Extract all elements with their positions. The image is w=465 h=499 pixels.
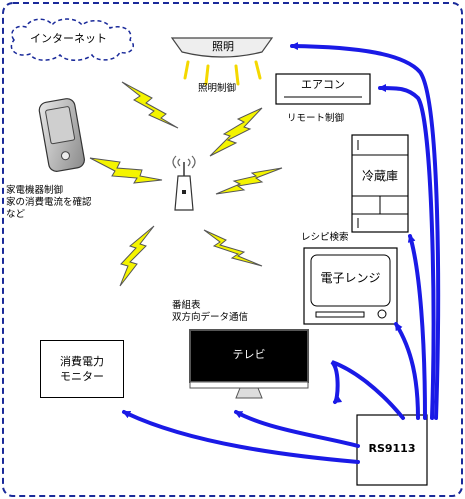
tv-screen bbox=[189, 329, 309, 383]
arrow-to-aircon bbox=[378, 84, 436, 420]
bolt-to-microwave bbox=[203, 229, 263, 267]
internet-label: インターネット bbox=[30, 32, 107, 45]
antenna-left-inner bbox=[177, 158, 181, 167]
gateway-arrows bbox=[122, 42, 441, 464]
tv-stand bbox=[235, 387, 263, 399]
fridge-title: 冷蔵庫 bbox=[361, 169, 398, 183]
arrow-to-monitor bbox=[122, 410, 360, 464]
arrow-to-monitor-from-gateway bbox=[330, 360, 405, 420]
aircon-unit bbox=[275, 73, 371, 105]
gateway-box bbox=[356, 414, 428, 486]
tv-unit bbox=[189, 329, 309, 399]
microwave-knob bbox=[377, 309, 387, 319]
power-monitor: 消費電力 モニター bbox=[40, 340, 124, 398]
microwave-caption: レシピ検索 bbox=[301, 232, 349, 243]
bolt-to-monitor bbox=[119, 225, 155, 287]
microwave-window bbox=[310, 254, 391, 307]
tv-bezel bbox=[189, 381, 309, 389]
lighting-title: 照明 bbox=[212, 40, 234, 53]
light-fixture bbox=[170, 37, 274, 58]
phone-caption-2: 家の消費電流を確認 bbox=[6, 197, 92, 208]
antenna-left-outer bbox=[172, 155, 177, 169]
phone-screen bbox=[45, 106, 76, 145]
bolt-to-phone bbox=[89, 157, 163, 184]
tv-caption-1: 番組表 bbox=[172, 300, 201, 311]
monitor-title-1: 消費電力 bbox=[60, 355, 104, 368]
microwave-handle bbox=[315, 311, 365, 318]
monitor-title-2: モニター bbox=[60, 370, 104, 383]
aircon-title: エアコン bbox=[301, 78, 345, 91]
bolt-to-lighting bbox=[121, 81, 179, 129]
arrow-to-fridge bbox=[407, 234, 427, 420]
arrow-to-lighting bbox=[290, 42, 441, 420]
fridge-unit bbox=[351, 134, 409, 233]
antenna-right-inner bbox=[187, 158, 191, 167]
phone-caption-3: など bbox=[6, 209, 26, 220]
mobile-phone bbox=[38, 98, 85, 172]
router-led bbox=[182, 190, 186, 194]
gateway-title: RS9113 bbox=[368, 442, 416, 455]
wireless-bolts bbox=[89, 81, 283, 287]
tv-title: テレビ bbox=[232, 348, 266, 361]
microwave-title: 電子レンジ bbox=[320, 271, 381, 285]
aircon-caption: リモート制御 bbox=[287, 113, 345, 124]
router bbox=[172, 155, 196, 211]
antenna-right-outer bbox=[191, 155, 196, 169]
arrow-to-tv bbox=[234, 410, 360, 448]
phone-caption-1: 家電機器制御 bbox=[6, 185, 64, 196]
light-rays bbox=[183, 60, 262, 86]
internet-cloud bbox=[10, 18, 134, 61]
tv-caption-2: 双方向データ通信 bbox=[172, 312, 249, 323]
bolt-to-aircon bbox=[209, 107, 263, 157]
fridge-body bbox=[351, 134, 409, 233]
lighting-caption: 照明制御 bbox=[198, 83, 237, 94]
phone-button bbox=[60, 151, 70, 161]
bolt-to-fridge bbox=[215, 167, 283, 195]
microwave-unit bbox=[303, 247, 398, 325]
arrow-to-microwave bbox=[394, 322, 420, 420]
